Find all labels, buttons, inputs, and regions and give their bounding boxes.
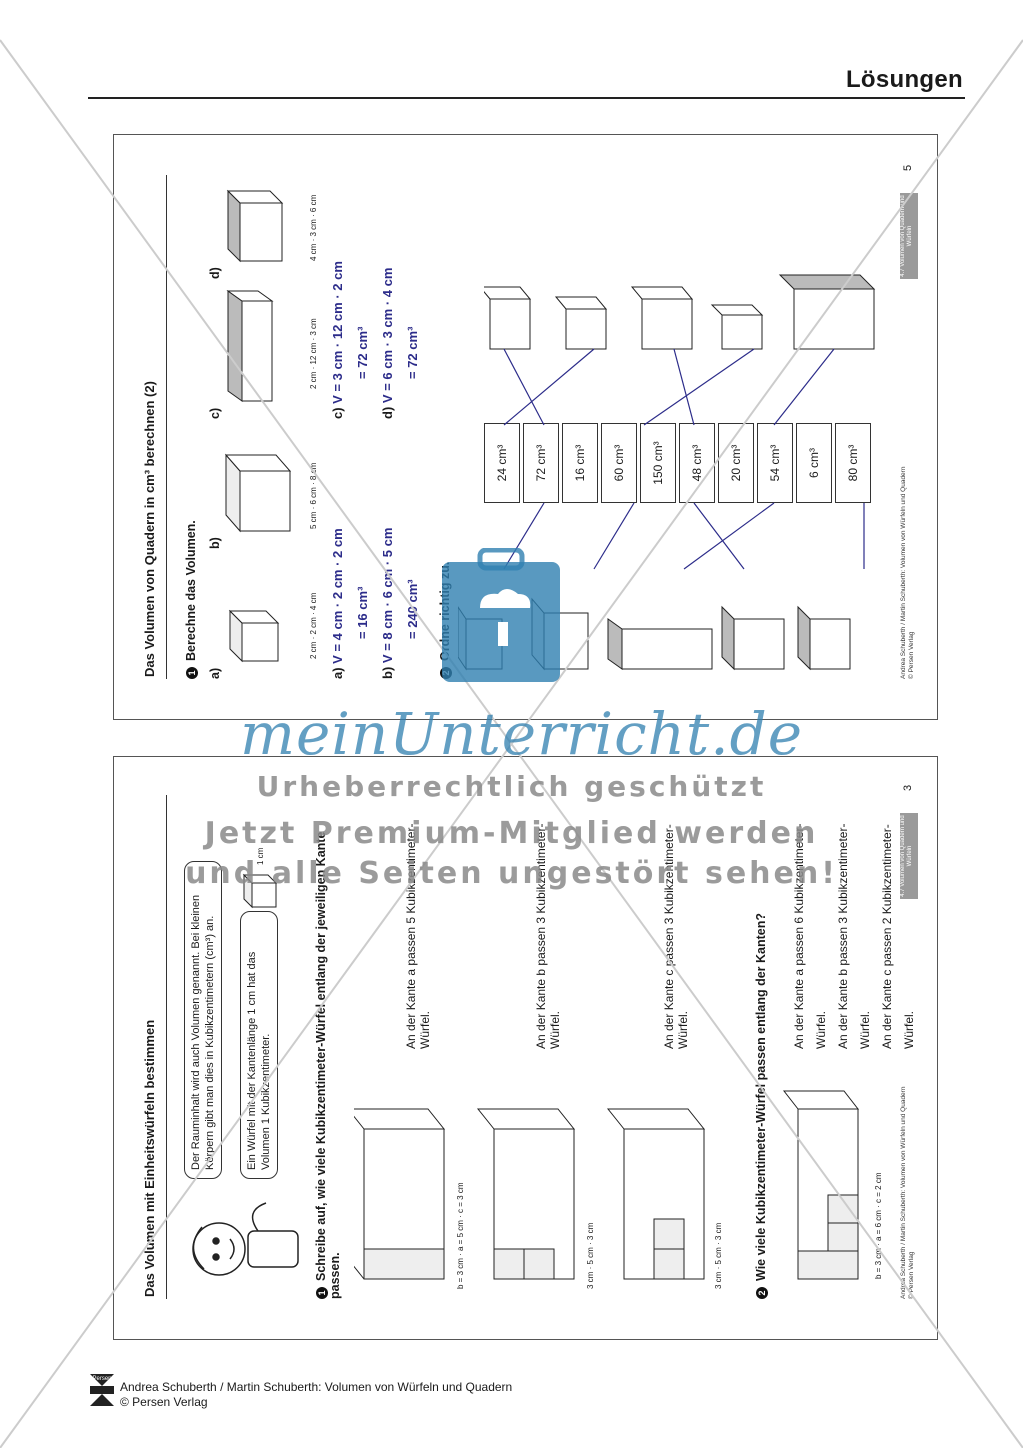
calc-c-result: = 72 cm³ — [355, 326, 370, 379]
top-footer-publisher: © Persen Verlag — [908, 631, 915, 679]
bottom-task1-text: Schreibe auf, wie viele Kubikzentimeter-… — [314, 831, 342, 1299]
bottom-footer-publisher: © Persen Verlag — [908, 1251, 915, 1299]
dim-b-3: 8 cm — [309, 462, 318, 481]
label-b: b) — [208, 537, 222, 549]
task1-cuboids — [224, 189, 292, 663]
top-task1-text: Berechne das Volumen. — [184, 520, 198, 661]
dim-c-1: 2 cm — [309, 371, 318, 389]
dim-d-2: 3 cm — [309, 219, 318, 237]
bottom-footer-credit: Andrea Schuberth / Martin Schuberth: Vol… — [900, 1087, 916, 1299]
page-credit-line-2: © Persen Verlag — [120, 1395, 208, 1409]
calc-c-label: c) — [330, 407, 345, 419]
box-c-dim-3: 3 cm — [714, 1222, 723, 1241]
bottom-task2-text: Wie viele Kubikzentimeter-Würfel passen … — [754, 912, 768, 1281]
box-b-dim-2: 5 cm — [586, 1247, 595, 1265]
dims-d: 4 cm · 3 cm · 6 cm — [309, 194, 318, 261]
watermark-brand: meinUnterricht.de — [240, 700, 804, 768]
dim-a-2: 2 cm — [309, 617, 318, 635]
box-d-dim-a: a = 6 cm — [874, 1210, 883, 1241]
title-rule — [88, 97, 965, 99]
top-footer-authors: Andrea Schuberth / Martin Schuberth: Vol… — [900, 466, 907, 679]
top-page-number: 5 — [902, 164, 914, 171]
top-footer-tag: 4.7 Volumen von Quadern und Würfeln — [900, 193, 918, 279]
box-d-dims: b = 3 cm · a = 6 cm · c = 2 cm — [874, 1172, 883, 1279]
bottom-task2-number: 2 — [755, 1287, 768, 1299]
calc-a-label: a) — [330, 667, 345, 679]
watermark-line-1: Urheberrechtlich geschützt — [256, 770, 767, 803]
box-c-dim-1: 3 cm — [714, 1271, 723, 1289]
calc-d: d) V = 6 cm · 3 cm · 4 cm = 72 cm³ — [380, 268, 420, 419]
calc-b-label: b) — [380, 666, 395, 679]
box-b-dims: 3 cm · 5 cm · 3 cm — [586, 1222, 595, 1289]
box-b-dim-3: 3 cm — [586, 1222, 595, 1241]
dim-c-3: 3 cm — [309, 318, 318, 336]
box-a-dims: b = 3 cm · a = 5 cm · c = 3 cm — [456, 1182, 465, 1289]
box-b-dim-1: 3 cm — [586, 1271, 595, 1289]
bottom-task1-number: 1 — [315, 1287, 328, 1299]
box-d-dim-b: b = 3 cm — [874, 1248, 883, 1279]
page-title: Lösungen — [845, 66, 963, 93]
dims-a: 2 cm · 2 cm · 4 cm — [309, 592, 318, 659]
box-a-dim-a: a = 5 cm — [456, 1220, 465, 1251]
watermark-line-2: Jetzt Premium-Mitglied werden — [204, 816, 819, 851]
bottom-footer-authors: Andrea Schuberth / Martin Schuberth: Vol… — [900, 1086, 907, 1299]
calc-b-formula: V = 8 cm · 6 cm · 5 cm — [380, 527, 395, 664]
dims-b: 5 cm · 6 cm · 8 cm — [309, 462, 318, 529]
dim-c-2: 12 cm — [309, 342, 318, 365]
top-task1: 1 Berechne das Volumen. — [184, 520, 198, 679]
calc-b: b) V = 8 cm · 6 cm · 5 cm = 240 cm³ — [380, 528, 420, 679]
dim-d-3: 6 cm — [309, 194, 318, 213]
box-c-dims: 3 cm · 5 cm · 3 cm — [714, 1222, 723, 1289]
watermark-line-3: und alle Seiten ungestört sehen! — [185, 856, 838, 891]
label-d: d) — [208, 267, 222, 279]
calc-a-formula: V = 4 cm · 2 cm · 2 cm — [330, 528, 345, 664]
top-sheet-heading: Das Volumen von Quadern in cm³ berechnen… — [142, 381, 157, 677]
watermark-bag-icon — [442, 548, 560, 682]
box-a-dim-c: c = 3 cm — [456, 1182, 465, 1213]
calc-d-formula: V = 6 cm · 3 cm · 4 cm — [380, 267, 395, 404]
dims-c: 2 cm · 12 cm · 3 cm — [309, 318, 318, 389]
persen-logo — [90, 1374, 114, 1406]
calc-a: a) V = 4 cm · 2 cm · 2 cm = 16 cm³ — [330, 528, 370, 679]
speech-bubble-1: Der Rauminhalt wird auch Volumen genannt… — [184, 861, 222, 1179]
top-footer-credit: Andrea Schuberth / Martin Schuberth: Vol… — [900, 467, 916, 679]
speech-bubble-2: Ein Würfel mit der Kantenlänge 1 cm hat … — [240, 911, 278, 1179]
dim-a-3: 4 cm — [309, 592, 318, 611]
box-a-dim-b: b = 3 cm — [456, 1258, 465, 1289]
calc-b-result: = 240 cm³ — [405, 579, 420, 639]
bottom-sheet-heading: Das Volumen mit Einheitswürfeln bestimme… — [142, 1019, 157, 1297]
box-d-dim-c: c = 2 cm — [874, 1172, 883, 1203]
dim-a-1: 2 cm — [309, 641, 318, 659]
calc-c-formula: V = 3 cm · 12 cm · 2 cm — [330, 261, 345, 404]
dim-b-1: 5 cm — [309, 511, 318, 529]
calc-a-result: = 16 cm³ — [355, 586, 370, 639]
boy-illustration — [192, 1202, 299, 1276]
dim-b-2: 6 cm — [309, 487, 318, 505]
calc-d-result: = 72 cm³ — [405, 326, 420, 379]
label-c: c) — [208, 407, 222, 419]
box-c-dim-2: 5 cm — [714, 1247, 723, 1265]
page-credit-line-1: Andrea Schuberth / Martin Schuberth: Vol… — [120, 1380, 513, 1394]
persen-logo-text: Persen — [92, 1376, 112, 1382]
calc-d-label: d) — [380, 406, 395, 419]
dim-d-1: 4 cm — [309, 243, 318, 261]
top-sheet-rule — [166, 175, 167, 679]
page-credit: Andrea Schuberth / Martin Schuberth: Vol… — [120, 1380, 512, 1410]
calc-c: c) V = 3 cm · 12 cm · 2 cm = 72 cm³ — [330, 261, 370, 419]
task2-box — [782, 1090, 860, 1280]
top-task1-number: 1 — [185, 667, 198, 679]
label-a: a) — [208, 667, 222, 679]
